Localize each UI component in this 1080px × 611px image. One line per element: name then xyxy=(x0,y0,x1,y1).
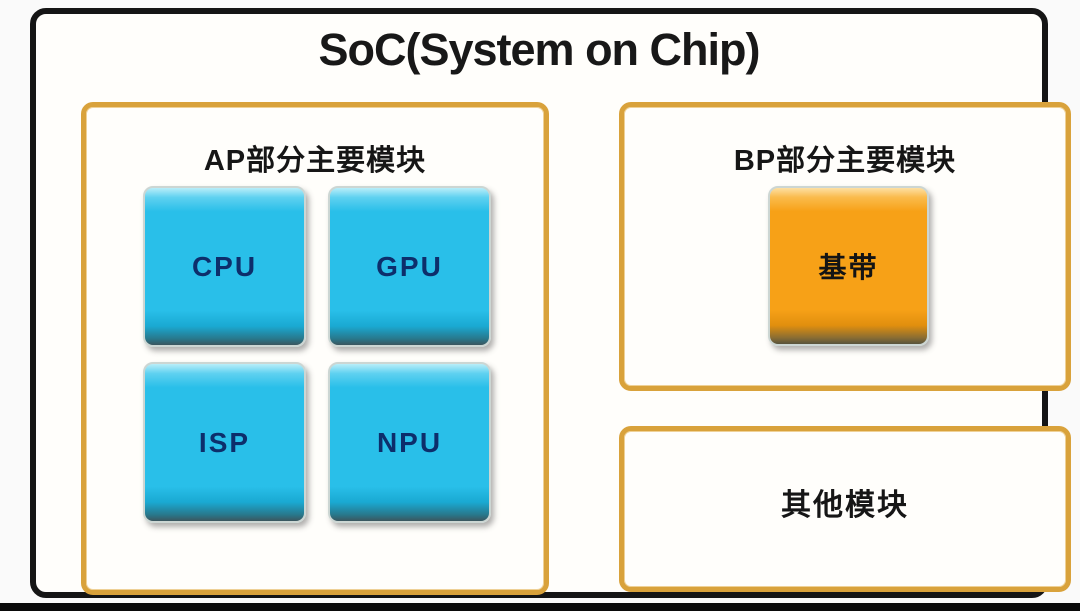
module-baseband: 基带 xyxy=(768,186,929,346)
module-isp-label: ISP xyxy=(198,426,251,458)
other-modules-label: 其他模块 xyxy=(781,489,909,522)
module-isp: ISP xyxy=(143,362,306,523)
bottom-letterbox-bar xyxy=(0,603,1080,611)
module-npu-label: NPU xyxy=(376,426,443,458)
diagram-title: SoC(System on Chip) xyxy=(318,24,760,75)
other-modules-section: 其他模块 xyxy=(619,426,1071,592)
module-cpu: CPU xyxy=(143,186,306,347)
ap-section: AP部分主要模块 CPU GPU ISP NPU xyxy=(81,102,549,595)
module-gpu-label: GPU xyxy=(376,250,443,282)
ap-section-title: AP部分主要模块 xyxy=(203,145,427,177)
module-npu: NPU xyxy=(328,362,491,523)
module-gpu: GPU xyxy=(328,186,491,347)
soc-outer-frame: SoC(System on Chip) AP部分主要模块 CPU GPU ISP… xyxy=(30,8,1071,598)
bp-section-title: BP部分主要模块 xyxy=(733,145,957,177)
module-baseband-label: 基带 xyxy=(818,252,879,283)
module-cpu-label: CPU xyxy=(191,250,258,282)
bp-section: BP部分主要模块 基带 xyxy=(619,102,1071,391)
